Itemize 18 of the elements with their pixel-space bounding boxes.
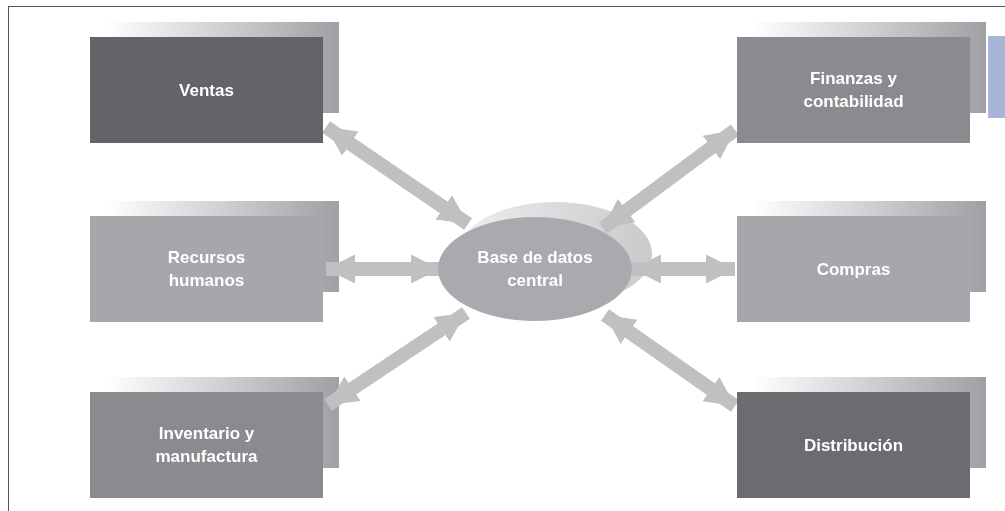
department-box bbox=[737, 37, 970, 143]
box-label: Base de datos central bbox=[476, 247, 594, 292]
box-label: Inventario y manufactura bbox=[154, 423, 259, 468]
box-label: Distribución bbox=[803, 434, 904, 457]
department-box bbox=[90, 392, 323, 498]
box-label: Compras bbox=[816, 258, 891, 281]
department-box bbox=[90, 37, 323, 143]
box-label: Finanzas y contabilidad bbox=[802, 68, 905, 113]
double-arrow bbox=[632, 254, 735, 284]
box-label: Ventas bbox=[179, 79, 234, 102]
double-arrow bbox=[322, 121, 472, 230]
side-tab bbox=[988, 36, 1005, 118]
double-arrow bbox=[324, 307, 470, 411]
department-box bbox=[90, 216, 323, 322]
box-label: Recursos humanos bbox=[166, 247, 247, 292]
department-box bbox=[737, 392, 970, 498]
double-arrow bbox=[326, 254, 440, 284]
department-box bbox=[737, 216, 970, 322]
